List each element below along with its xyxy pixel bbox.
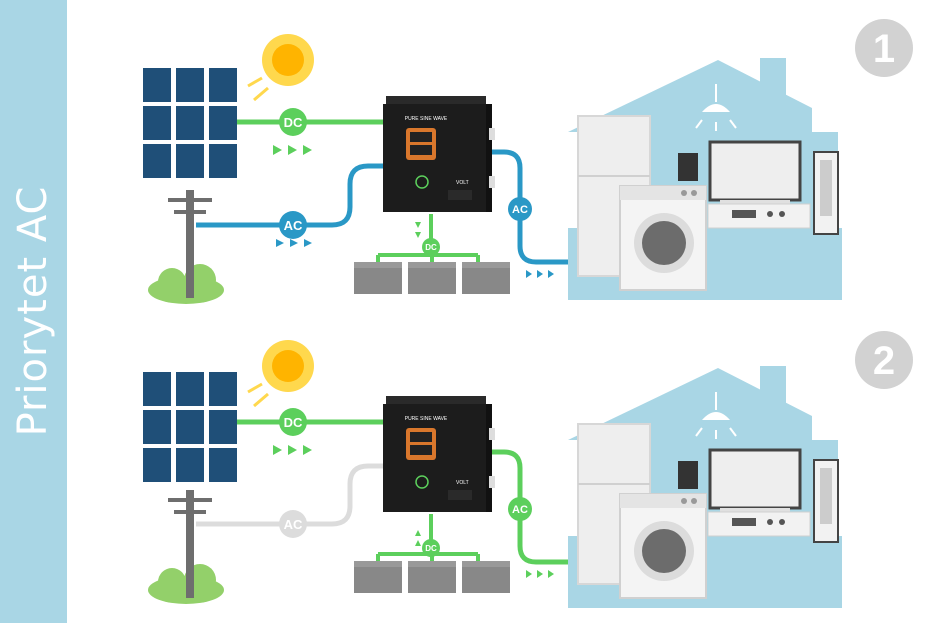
step-badge: 2 <box>855 331 913 389</box>
battery-dc-label: DC <box>422 539 440 557</box>
battery-arrows <box>415 222 421 238</box>
ac-out-label: AC <box>508 197 532 221</box>
ac-in-label-text: AC <box>284 218 303 233</box>
lamp-icon <box>695 392 737 439</box>
dc-label: DC <box>279 408 307 436</box>
inverter-brand: PURE SINE WAVE <box>405 416 448 422</box>
solar-panel-icon <box>141 66 237 180</box>
sun-icon <box>247 34 314 102</box>
dc-arrows <box>273 445 312 455</box>
battery-dc-label-text: DC <box>425 544 437 553</box>
sun-icon <box>247 340 314 408</box>
ac-out-arrows <box>526 270 554 278</box>
utility-pole-icon <box>148 490 224 604</box>
panel-1: 1 <box>141 19 913 304</box>
ac-in-line <box>196 163 383 228</box>
tower-speaker-icon <box>813 459 839 543</box>
sidebar: Priorytet AC <box>0 0 67 623</box>
dc-label-text: DC <box>284 115 303 130</box>
battery-dc-label: DC <box>422 238 440 256</box>
tv-icon <box>708 140 802 206</box>
dc-label-text: DC <box>284 415 303 430</box>
ac-in-line <box>196 463 383 527</box>
ac-out-arrows <box>526 570 554 578</box>
dc-arrows <box>273 145 312 155</box>
ac-in-label: AC <box>279 211 307 239</box>
tower-speaker-icon <box>813 151 839 235</box>
inverter-logo: VOLT <box>456 480 469 486</box>
solar-panel-icon <box>141 370 237 484</box>
battery-icon <box>354 262 510 294</box>
stereo-icon <box>707 511 811 537</box>
ac-out-label-text: AC <box>512 504 528 516</box>
inverter-logo: VOLT <box>456 180 469 186</box>
utility-pole-icon <box>148 190 224 304</box>
stereo-icon <box>707 203 811 229</box>
inverter-icon: PURE SINE WAVE VOLT <box>383 396 495 512</box>
battery-arrows <box>415 530 421 546</box>
battery-icon <box>354 561 510 593</box>
speaker-icon <box>678 461 698 489</box>
tv-icon <box>708 448 802 514</box>
dc-label: DC <box>279 108 307 136</box>
ac-in-label: AC <box>279 510 307 538</box>
step-badge: 1 <box>855 19 913 77</box>
washing-machine-icon <box>619 493 707 599</box>
panel-2: 2 <box>141 331 913 608</box>
speaker-icon <box>678 153 698 181</box>
inverter-icon: PURE SINE WAVE VOLT <box>383 96 495 212</box>
ac-in-arrows <box>276 239 312 247</box>
battery-dc-label-text: DC <box>425 243 437 252</box>
step-number: 2 <box>873 339 895 383</box>
ac-in-label-text: AC <box>284 517 303 532</box>
inverter-brand: PURE SINE WAVE <box>405 116 448 122</box>
ac-out-label: AC <box>508 497 532 521</box>
step-number: 1 <box>873 27 895 71</box>
lamp-icon <box>695 84 737 131</box>
washing-machine-icon <box>619 185 707 291</box>
ac-out-label-text: AC <box>512 204 528 216</box>
